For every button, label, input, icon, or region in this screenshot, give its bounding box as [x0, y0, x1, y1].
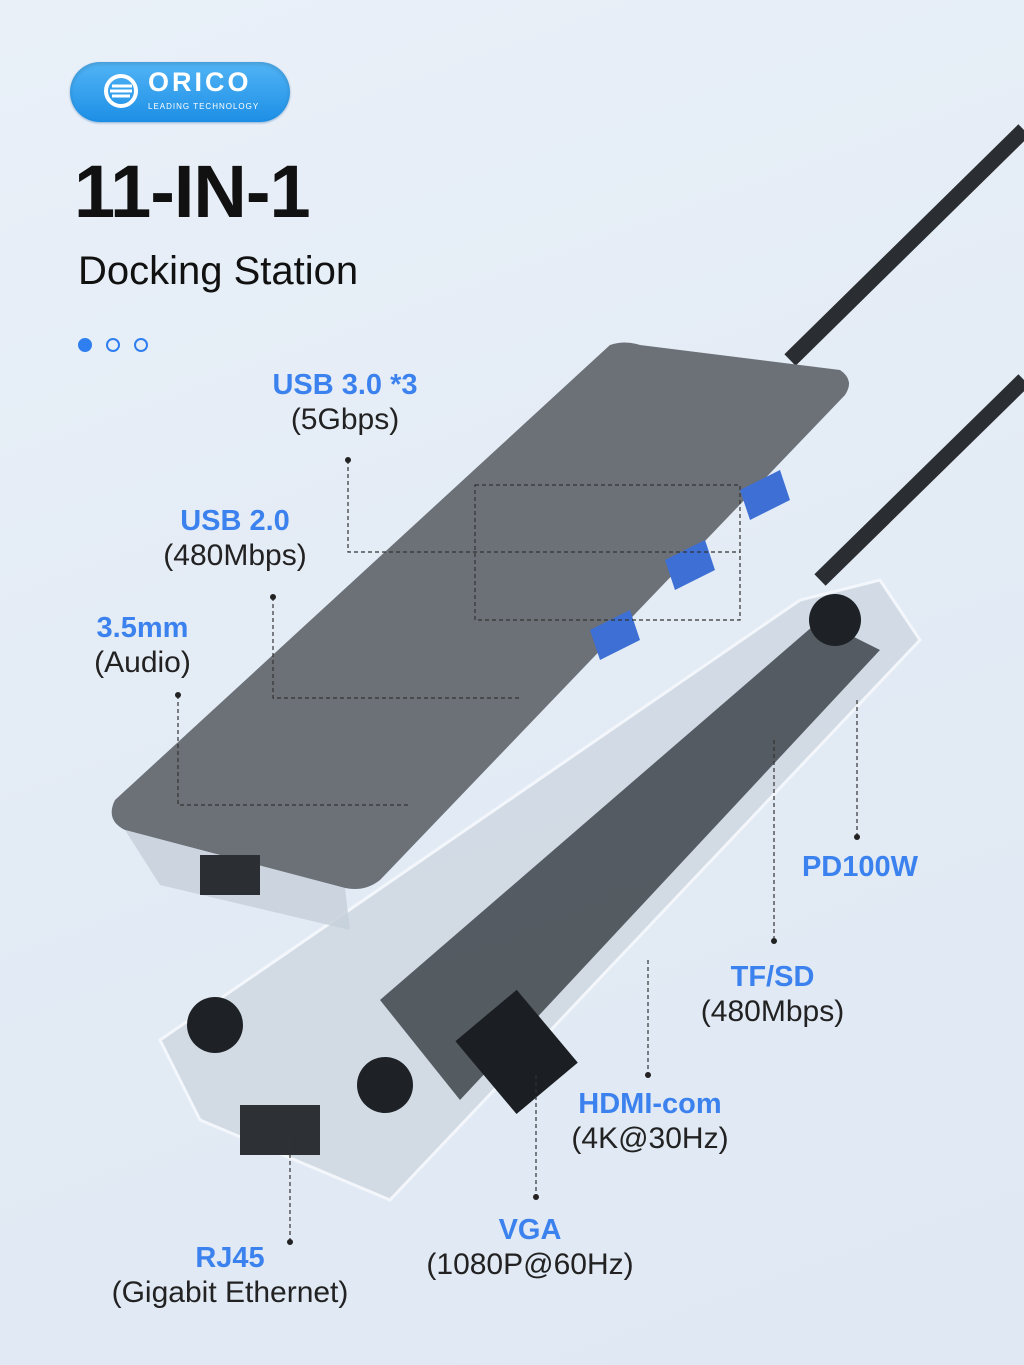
label-name: USB 3.0 *3: [272, 369, 418, 401]
label-hdmi: HDMI-com (4K@30Hz): [545, 1087, 755, 1156]
label-pd: PD100W: [780, 850, 940, 884]
label-vga: VGA (1080P@60Hz): [415, 1213, 645, 1282]
label-rj45: RJ45 (Gigabit Ethernet): [80, 1241, 380, 1310]
logo-brand: ORICO: [148, 67, 252, 97]
callout-lines: [177, 460, 858, 1240]
label-usb3: USB 3.0 *3 (5Gbps): [240, 368, 450, 437]
page-title: 11-IN-1: [74, 150, 311, 233]
label-spec: (Gigabit Ethernet): [111, 1276, 349, 1309]
label-name: HDMI-com: [578, 1088, 722, 1120]
pagination-dot-2[interactable]: [106, 338, 120, 352]
orico-logo-icon: [104, 74, 138, 108]
page-subtitle: Docking Station: [78, 249, 359, 293]
carousel-pagination: [78, 338, 148, 352]
pagination-dot-3[interactable]: [134, 338, 148, 352]
label-spec: (5Gbps): [290, 403, 400, 436]
label-name: RJ45: [195, 1242, 265, 1274]
label-audio: 3.5mm (Audio): [60, 611, 225, 680]
callout-dots: [175, 457, 860, 1245]
label-name: 3.5mm: [96, 612, 189, 644]
label-spec: (480Mbps): [163, 539, 307, 572]
label-spec: (480Mbps): [700, 995, 845, 1028]
label-tfsd: TF/SD (480Mbps): [670, 960, 875, 1029]
label-name: TF/SD: [730, 961, 815, 993]
logo-tagline: LEADING TECHNOLOGY: [148, 102, 260, 111]
transparent-bottom-shell: [158, 578, 922, 1202]
label-spec: (4K@30Hz): [571, 1122, 729, 1155]
label-spec: (Audio): [94, 646, 191, 679]
orico-logo: ORICO LEADING TECHNOLOGY: [70, 62, 290, 122]
aluminum-top-shell: [111, 342, 849, 930]
label-name: USB 2.0: [180, 505, 290, 537]
label-name: VGA: [498, 1214, 562, 1246]
cables: [784, 124, 1024, 586]
label-spec: (1080P@60Hz): [426, 1248, 634, 1281]
label-name: PD100W: [801, 851, 919, 883]
pagination-dot-1[interactable]: [78, 338, 92, 352]
label-usb2: USB 2.0 (480Mbps): [130, 504, 340, 573]
